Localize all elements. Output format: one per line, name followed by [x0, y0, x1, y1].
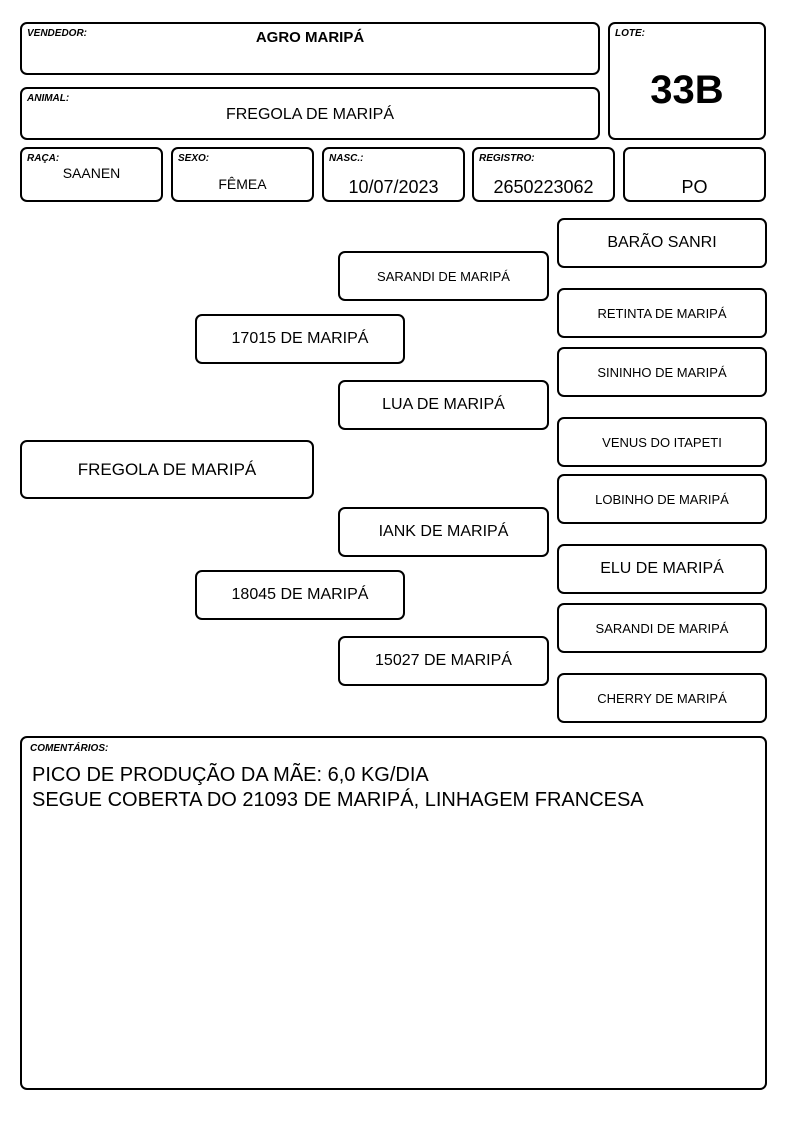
vendedor-box: VENDEDOR: AGRO MARIPÁ — [20, 22, 600, 75]
pedigree-dam-dam: 15027 DE MARIPÁ — [338, 636, 549, 686]
vendedor-label: VENDEDOR: — [27, 28, 88, 39]
pedigree-ggp-3: SININHO DE MARIPÁ — [557, 347, 767, 397]
sexo-value: FÊMEA — [218, 176, 267, 192]
comment-line-2: SEGUE COBERTA DO 21093 DE MARIPÁ, LINHAG… — [32, 789, 644, 811]
vendedor-value: AGRO MARIPÁ — [255, 29, 365, 46]
categoria-value: PO — [681, 177, 708, 197]
comments-box: COMENTÁRIOS: PICO DE PRODUÇÃO DA MÃE: 6,… — [20, 736, 767, 1090]
nasc-label: NASC.: — [329, 153, 364, 164]
pedigree-ggp-4: VENUS DO ITAPETI — [557, 417, 767, 467]
sexo-label: SEXO: — [178, 153, 210, 164]
pedigree-ggp-5: LOBINHO DE MARIPÁ — [557, 474, 767, 524]
pedigree-ggp-6: ELU DE MARIPÁ — [557, 544, 767, 594]
nasc-box: NASC.: 10/07/2023 — [322, 147, 465, 202]
pedigree-ggp-2: RETINTA DE MARIPÁ — [557, 288, 767, 338]
categoria-box: PO — [623, 147, 766, 202]
registro-label: REGISTRO: — [479, 153, 535, 164]
comment-line-1: PICO DE PRODUÇÃO DA MÃE: 6,0 KG/DIA — [32, 764, 429, 786]
lote-box: LOTE: 33B — [608, 22, 766, 140]
pedigree-dam-sire: IANK DE MARIPÁ — [338, 507, 549, 557]
pedigree-ggp-8: CHERRY DE MARIPÁ — [557, 673, 767, 723]
raca-box: RAÇA: SAANEN — [20, 147, 163, 202]
comments-label: COMENTÁRIOS: — [30, 743, 109, 754]
raca-label: RAÇA: — [27, 153, 60, 164]
animal-box: ANIMAL: FREGOLA DE MARIPÁ — [20, 87, 600, 140]
animal-label: ANIMAL: — [27, 93, 70, 104]
sexo-box: SEXO: FÊMEA — [171, 147, 314, 202]
pedigree-ggp-1: BARÃO SANRI — [557, 218, 767, 268]
pedigree-sire-dam: LUA DE MARIPÁ — [338, 380, 549, 430]
lote-label: LOTE: — [615, 28, 645, 39]
registro-box: REGISTRO: 2650223062 — [472, 147, 615, 202]
lote-value: 33B — [650, 68, 724, 112]
pedigree-animal: FREGOLA DE MARIPÁ — [20, 440, 314, 499]
pedigree-sire-sire: SARANDI DE MARIPÁ — [338, 251, 549, 301]
pedigree-dam: 18045 DE MARIPÁ — [195, 570, 405, 620]
raca-value: SAANEN — [62, 165, 121, 181]
registro-value: 2650223062 — [493, 177, 594, 197]
nasc-value: 10/07/2023 — [348, 177, 439, 197]
animal-value: FREGOLA DE MARIPÁ — [225, 106, 395, 123]
pedigree-sire: 17015 DE MARIPÁ — [195, 314, 405, 364]
pedigree-ggp-7: SARANDI DE MARIPÁ — [557, 603, 767, 653]
